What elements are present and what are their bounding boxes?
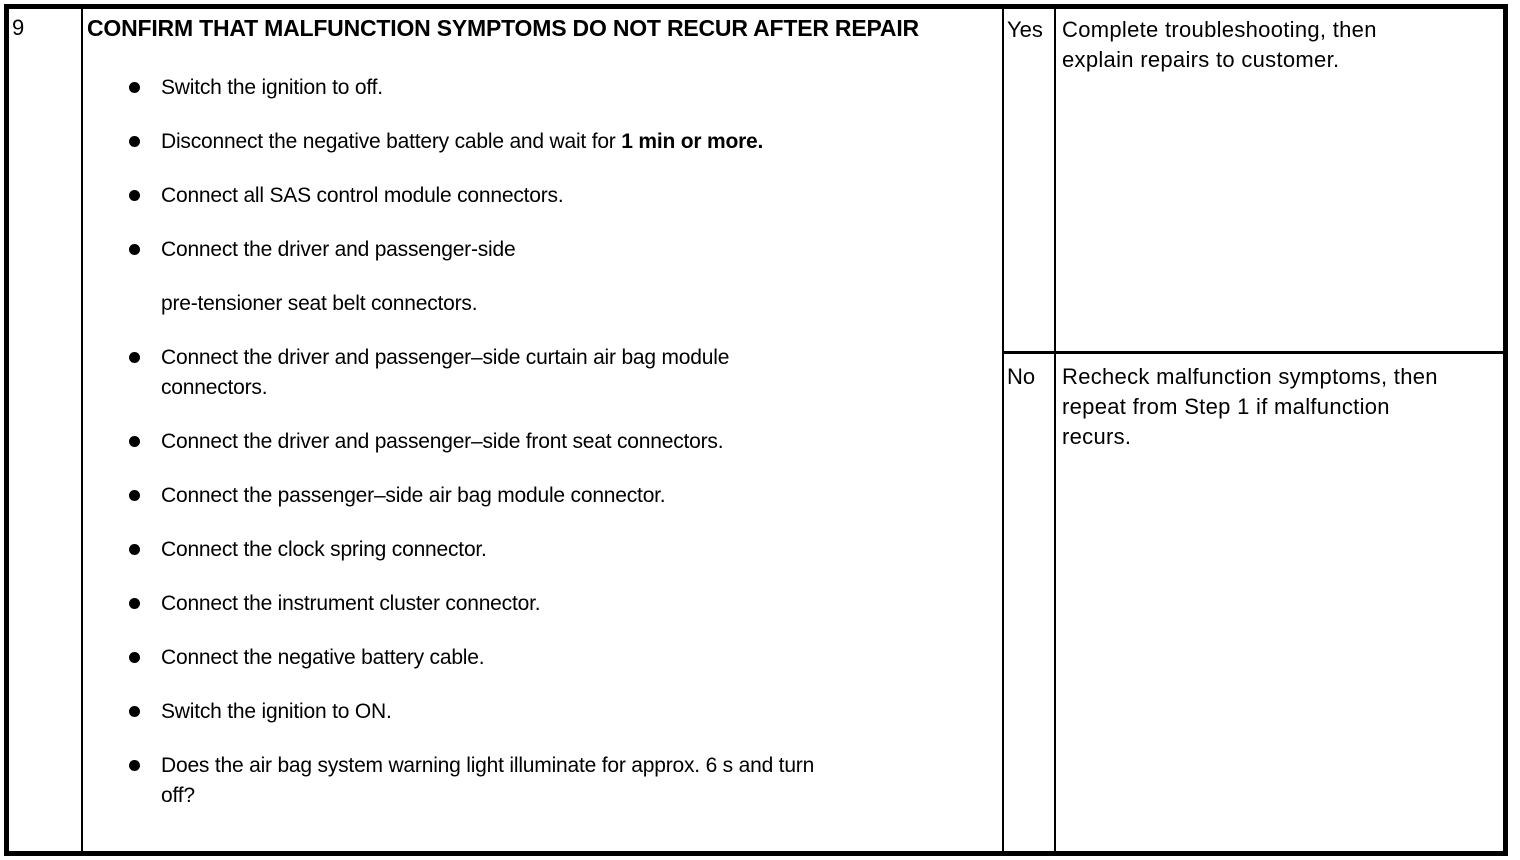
bullet-dot-icon xyxy=(129,190,140,201)
list-item-text: Connect the driver and passenger–side fr… xyxy=(161,430,724,453)
bullet-dot-icon xyxy=(129,352,140,363)
bullet-dot-icon xyxy=(129,244,140,255)
list-item-text: Switch the ignition to off. xyxy=(161,76,383,99)
procedure-cell: CONFIRM THAT MALFUNCTION SYMPTOMS DO NOT… xyxy=(83,9,1004,851)
list-item-text: Connect all SAS control module connector… xyxy=(161,184,564,207)
action-cell-yes: Complete troubleshooting, then explain r… xyxy=(1062,17,1377,72)
list-item-text: Disconnect the negative battery cable an… xyxy=(161,127,763,157)
action-cell-no: Recheck malfunction symptoms, then repea… xyxy=(1062,364,1438,449)
result-row-yes: Yes Complete troubleshooting, then expla… xyxy=(1004,9,1503,354)
list-item: Switch the ignition to off. xyxy=(87,73,982,103)
bullet-dot-icon xyxy=(129,82,140,93)
list-item-text-regular: Disconnect the negative battery cable an… xyxy=(161,130,622,153)
procedure-bullet-list: Switch the ignition to off. Disconnect t… xyxy=(87,73,982,811)
bullet-dot-icon xyxy=(129,760,140,771)
list-item-continuation: pre-tensioner seat belt connectors. xyxy=(87,289,982,319)
list-item-text: pre-tensioner seat belt connectors. xyxy=(161,292,478,315)
list-item: Connect the negative battery cable. xyxy=(87,643,982,673)
bullet-dot-icon xyxy=(129,490,140,501)
list-item-text: Connect the clock spring connector. xyxy=(161,538,487,561)
list-item-text: Connect the driver and passenger-side xyxy=(161,238,516,261)
list-item-text: Does the air bag system warning light il… xyxy=(161,754,815,807)
list-item: Connect the driver and passenger–side cu… xyxy=(87,343,982,403)
list-item-text: Connect the negative battery cable. xyxy=(161,646,485,669)
list-item: Connect all SAS control module connector… xyxy=(87,181,982,211)
list-item: Connect the clock spring connector. xyxy=(87,535,982,565)
bullet-dot-icon xyxy=(129,706,140,717)
bullet-dot-icon xyxy=(129,652,140,663)
list-item-text: Connect the instrument cluster connector… xyxy=(161,592,541,615)
procedure-title: CONFIRM THAT MALFUNCTION SYMPTOMS DO NOT… xyxy=(87,15,919,41)
results-column: Yes Complete troubleshooting, then expla… xyxy=(1004,9,1503,851)
list-item-text: Connect the driver and passenger–side cu… xyxy=(161,346,730,399)
step-number-cell: 9 xyxy=(9,9,83,851)
troubleshooting-step-table: 9 CONFIRM THAT MALFUNCTION SYMPTOMS DO N… xyxy=(4,4,1508,856)
result-row-no: No Recheck malfunction symptoms, then re… xyxy=(1004,354,1503,851)
answer-cell-yes: Yes xyxy=(1004,9,1056,351)
bullet-dot-icon xyxy=(129,544,140,555)
list-item: Connect the instrument cluster connector… xyxy=(87,589,982,619)
bullet-dot-icon xyxy=(129,598,140,609)
list-item: Switch the ignition to ON. xyxy=(87,697,982,727)
answer-cell-no: No xyxy=(1004,354,1056,851)
bullet-dot-icon xyxy=(129,136,140,147)
list-item: Connect the passenger–side air bag modul… xyxy=(87,481,982,511)
list-item: Disconnect the negative battery cable an… xyxy=(87,127,982,157)
bullet-dot-icon xyxy=(129,436,140,447)
list-item: Does the air bag system warning light il… xyxy=(87,751,982,811)
list-item-text: Switch the ignition to ON. xyxy=(161,700,392,723)
list-item: Connect the driver and passenger-side xyxy=(87,235,982,265)
list-item-text-bold: 1 min or more. xyxy=(621,130,764,153)
list-item-text: Connect the passenger–side air bag modul… xyxy=(161,484,666,507)
list-item: Connect the driver and passenger–side fr… xyxy=(87,427,982,457)
step-number: 9 xyxy=(12,15,25,40)
